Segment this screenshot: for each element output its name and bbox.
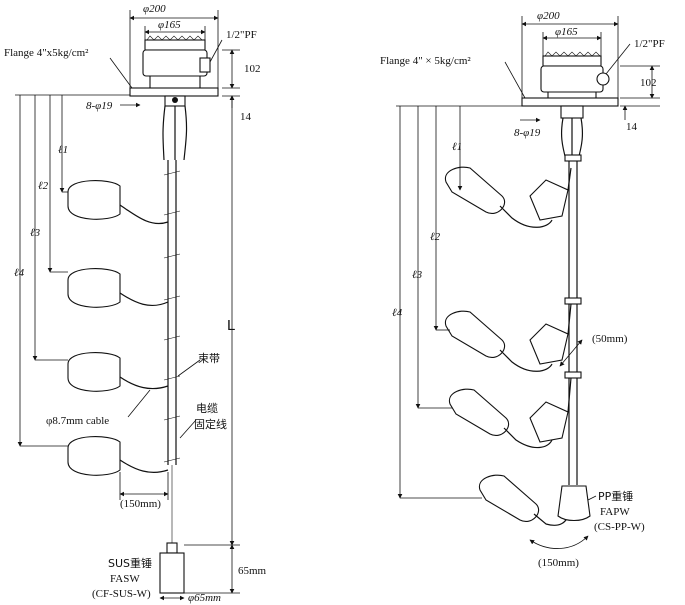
left-housing [129,35,219,107]
right-dim-d200: φ200 [537,10,560,22]
right-housing [521,51,619,119]
left-dim-pf: 1/2"PF [226,29,257,41]
left-dim-150: (150mm) [120,498,161,510]
right-level-3: ℓ3 [412,269,423,281]
left-level-3: ℓ3 [30,227,41,239]
left-float-1 [67,180,169,225]
left-float-2 [67,268,169,308]
left-dim-102: 102 [244,63,261,75]
right-stem [560,117,584,485]
right-level-2: ℓ2 [430,231,441,243]
left-weight-code: FASW [110,573,140,585]
right-weight-name: PP重锤 [598,489,633,503]
left-label-band: 束带 [198,352,220,365]
right-float-3 [448,377,572,449]
left-assembly: φ200 φ165 1/2"PF Flange 4"x5kg/cm² 102 1… [4,3,267,604]
right-float-4 [478,474,569,526]
right-dim-150: (150mm) [538,557,579,569]
right-float-1 [444,166,572,228]
left-dim-d65: φ65mm [188,592,221,604]
right-dim-d165: φ165 [555,26,578,38]
left-label-fix1: 电缆 [196,402,218,415]
right-top-dims [504,16,660,123]
right-dim-holes: 8-φ19 [514,127,541,139]
left-float-3 [67,352,169,392]
left-level-dims [15,94,240,601]
right-flange-label: Flange 4" × 5kg/cm² [380,55,471,67]
left-dim-65mm: 65mm [238,565,267,577]
left-dim-d165: φ165 [158,19,181,31]
left-level-2: ℓ2 [38,180,49,192]
left-weight [159,542,185,594]
right-dim-pf: 1/2"PF [634,38,665,50]
left-dim-d200: φ200 [143,3,166,15]
right-assembly: φ200 φ165 1/2"PF Flange 4" × 5kg/cm² 102… [380,10,665,569]
left-dim-14: 14 [240,111,252,123]
right-weight-code: FAPW [600,506,630,518]
left-level-4: ℓ4 [14,267,25,279]
left-flange-label: Flange 4"x5kg/cm² [4,47,89,59]
right-dim-14: 14 [626,121,638,133]
right-dim-50mm: (50mm) [592,333,628,345]
left-dim-holes: 8-φ19 [86,100,113,112]
left-label-cable: φ8.7mm cable [46,415,109,427]
left-label-fix2: 固定线 [194,417,227,431]
left-weight-model: (CF-SUS-W) [92,588,151,600]
right-level-4: ℓ4 [392,307,403,319]
right-float-2 [444,303,572,372]
right-level-dims [396,105,597,549]
right-dim-102: 102 [640,77,657,89]
right-weight-model: (CS-PP-W) [594,521,645,533]
left-dim-L: L [227,317,235,334]
left-float-4 [67,436,169,476]
left-level-1: ℓ1 [58,144,68,156]
right-level-1: ℓ1 [452,141,462,153]
left-stem [162,105,188,545]
left-weight-name: SUS重锤 [108,556,152,570]
right-weight [557,485,591,522]
